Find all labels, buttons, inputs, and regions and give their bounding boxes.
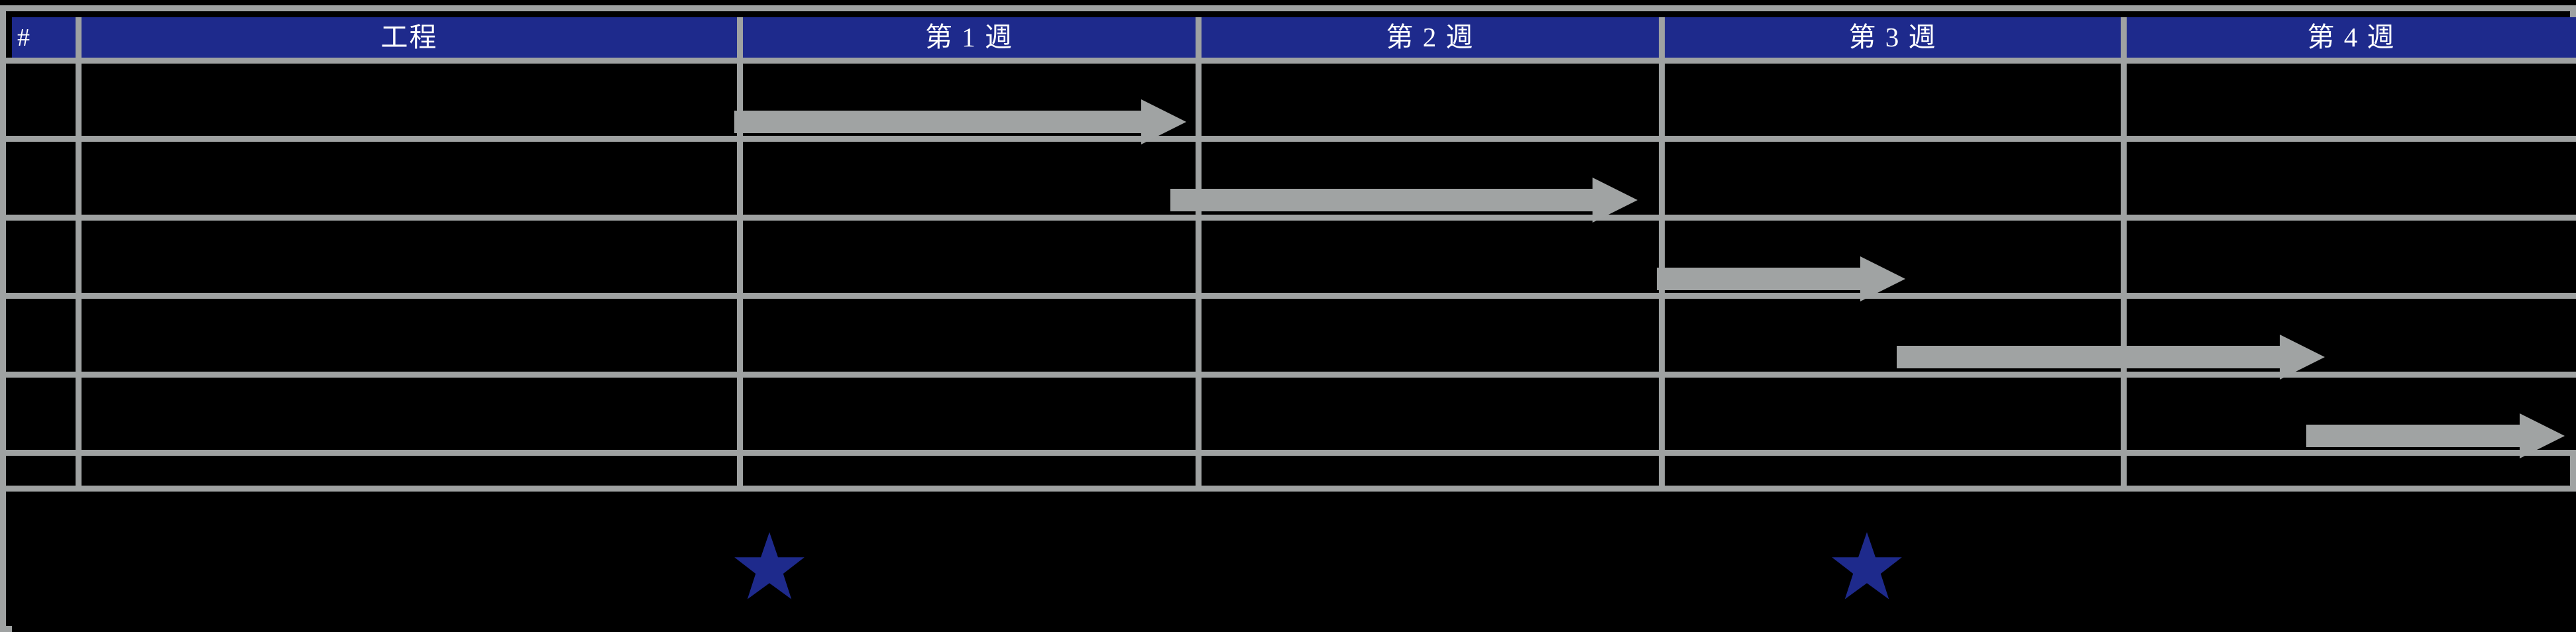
right-arrow-icon <box>1897 335 2325 380</box>
cell-week-3[interactable] <box>1665 378 2121 450</box>
cell-number[interactable] <box>12 378 76 450</box>
header-cell-number[interactable]: # <box>12 17 76 58</box>
col-separator-week-2 <box>1659 17 1665 486</box>
cell-week-4[interactable] <box>2127 142 2576 215</box>
cell-number[interactable] <box>12 299 76 372</box>
header-cell-week-3[interactable]: 第 3 週 <box>1665 17 2121 58</box>
milestone-marker-1[interactable] <box>733 531 806 602</box>
gantt-bar-row-3[interactable] <box>1657 256 1905 301</box>
milestone-footer-row[interactable] <box>12 492 2576 632</box>
row-separator-3 <box>6 215 2576 221</box>
right-arrow-icon <box>2306 413 2565 458</box>
row-separator-1 <box>6 58 2576 64</box>
cell-week-2[interactable] <box>1202 378 1659 450</box>
gantt-bar-row-1[interactable] <box>734 99 1186 144</box>
gantt-bar-row-2[interactable] <box>1170 178 1638 223</box>
gantt-bar-row-4[interactable] <box>1897 335 2325 380</box>
cell-week-1[interactable] <box>743 221 1196 293</box>
cell-task[interactable] <box>82 142 737 215</box>
row-separator-4 <box>6 293 2576 299</box>
cell-task[interactable] <box>82 64 737 136</box>
gantt-bar-row-5[interactable] <box>2306 413 2565 458</box>
header-cell-task[interactable]: 工程 <box>82 17 737 58</box>
row-separator-2 <box>6 136 2576 142</box>
header-cell-week-1[interactable]: 第 1 週 <box>743 17 1196 58</box>
col-separator-week-3 <box>2121 17 2127 486</box>
header-cell-week-2[interactable]: 第 2 週 <box>1202 17 1659 58</box>
cell-task[interactable] <box>82 378 737 450</box>
cell-number[interactable] <box>12 221 76 293</box>
cell-week-2[interactable] <box>1202 64 1659 136</box>
cell-week-3[interactable] <box>1665 142 2121 215</box>
cell-week-4[interactable] <box>2127 221 2576 293</box>
row-separator-footer <box>6 486 2576 492</box>
col-separator-week-1 <box>1196 17 1202 486</box>
gantt-schedule-table: # 工程 第 1 週 第 2 週 第 3 週 第 4 週 <box>0 5 2576 632</box>
cell-task[interactable] <box>82 299 737 372</box>
right-arrow-icon <box>1170 178 1638 223</box>
cell-week-1[interactable] <box>743 142 1196 215</box>
cell-week-3[interactable] <box>1665 64 2121 136</box>
cell-week-4[interactable] <box>2127 64 2576 136</box>
row-separator-5 <box>6 372 2576 378</box>
col-separator-task <box>737 17 743 486</box>
row-separator-6 <box>6 450 2576 456</box>
cell-week-1[interactable] <box>743 378 1196 450</box>
cell-week-2[interactable] <box>1202 299 1659 372</box>
star-icon <box>734 531 805 599</box>
cell-task[interactable] <box>82 221 737 293</box>
cell-week-1[interactable] <box>743 299 1196 372</box>
right-arrow-icon <box>734 99 1186 144</box>
cell-week-2[interactable] <box>1202 221 1659 293</box>
cell-number[interactable] <box>12 142 76 215</box>
cell-number[interactable] <box>12 64 76 136</box>
header-cell-week-4[interactable]: 第 4 週 <box>2127 17 2576 58</box>
star-icon <box>1832 531 1902 599</box>
col-separator-number <box>76 17 82 486</box>
right-arrow-icon <box>1657 256 1905 301</box>
milestone-marker-2[interactable] <box>1830 531 1903 602</box>
